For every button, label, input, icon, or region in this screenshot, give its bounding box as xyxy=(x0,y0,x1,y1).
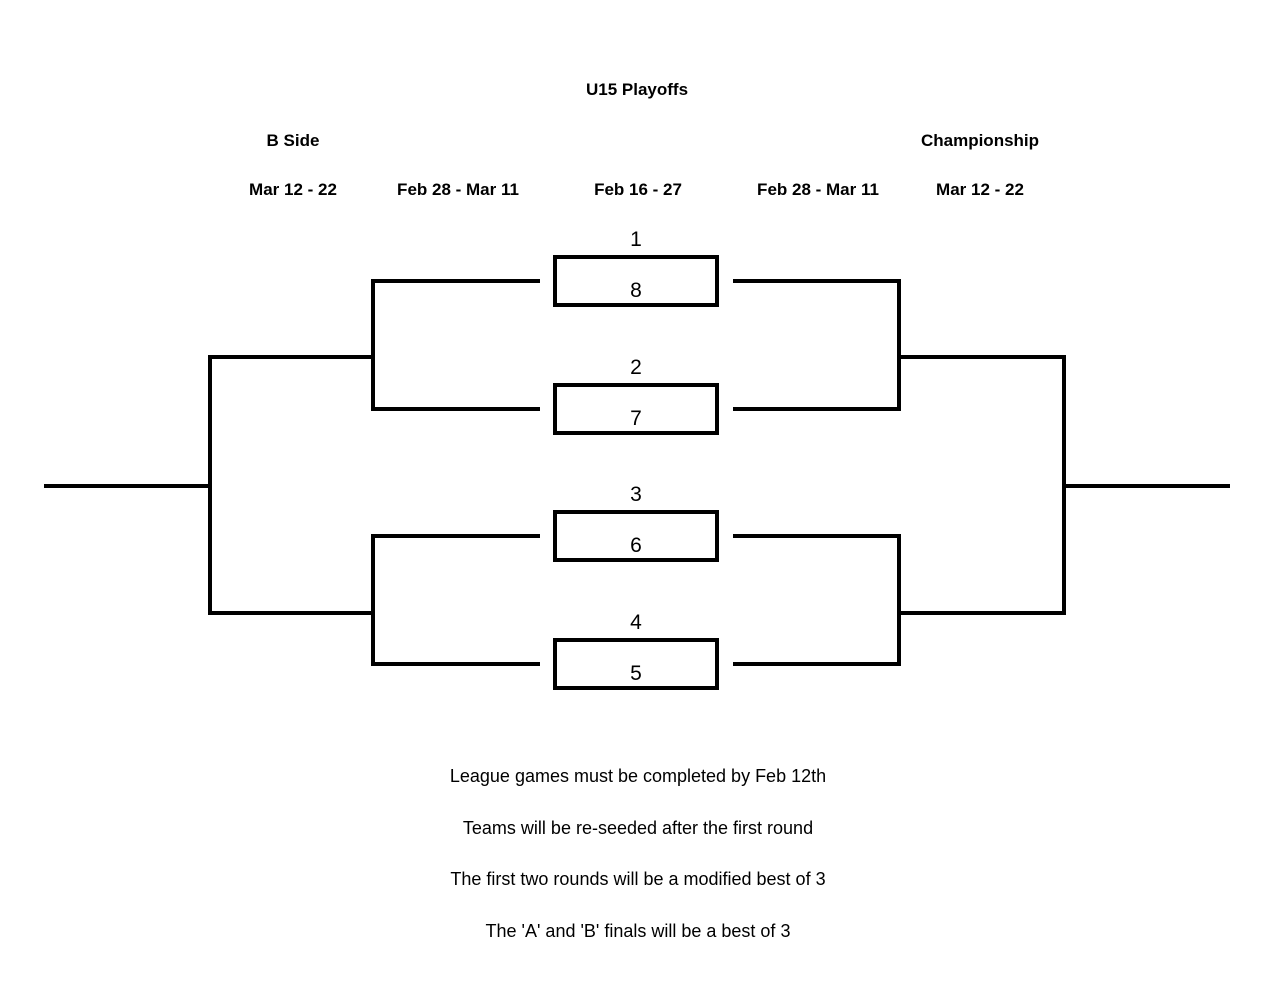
seed-label-5: 5 xyxy=(630,662,642,685)
note-finals-format: The 'A' and 'B' finals will be a best of… xyxy=(485,921,791,941)
round-date-champ-semi: Feb 28 - Mar 11 xyxy=(757,180,879,199)
matchup-3: 3 6 xyxy=(553,482,719,562)
seed-label-1: 1 xyxy=(630,228,642,251)
matchup-1: 1 8 xyxy=(553,227,719,307)
matchup-2-box: 7 xyxy=(553,383,719,435)
round-date-champ-final: Mar 12 - 22 xyxy=(936,180,1024,199)
round-date-bside-final: Mar 12 - 22 xyxy=(249,180,337,199)
seed-label-3: 3 xyxy=(630,483,642,506)
seed-label-4: 4 xyxy=(630,611,642,634)
b-side-lines xyxy=(44,279,540,666)
championship-header: Championship xyxy=(920,131,1040,150)
matchup-4: 4 5 xyxy=(553,610,719,690)
seed-label-6: 6 xyxy=(630,534,642,557)
note-reseeding: Teams will be re-seeded after the first … xyxy=(462,818,814,838)
b-side-header: B Side xyxy=(266,131,320,150)
seed-label-8: 8 xyxy=(630,279,642,302)
matchup-1-box: 8 xyxy=(553,255,719,307)
note-league-deadline: League games must be completed by Feb 12… xyxy=(449,766,827,786)
matchup-3-box: 6 xyxy=(553,510,719,562)
round-date-bside-semi: Feb 28 - Mar 11 xyxy=(397,180,519,199)
matchup-2: 2 7 xyxy=(553,355,719,435)
seed-label-2: 2 xyxy=(630,356,642,379)
seed-label-7: 7 xyxy=(630,407,642,430)
note-first-two-rounds: The first two rounds will be a modified … xyxy=(450,869,826,889)
round-date-first-round: Feb 16 - 27 xyxy=(594,180,682,199)
matchup-4-box: 5 xyxy=(553,638,719,690)
page-title: U15 Playoffs xyxy=(585,80,689,99)
championship-lines xyxy=(733,279,1230,666)
